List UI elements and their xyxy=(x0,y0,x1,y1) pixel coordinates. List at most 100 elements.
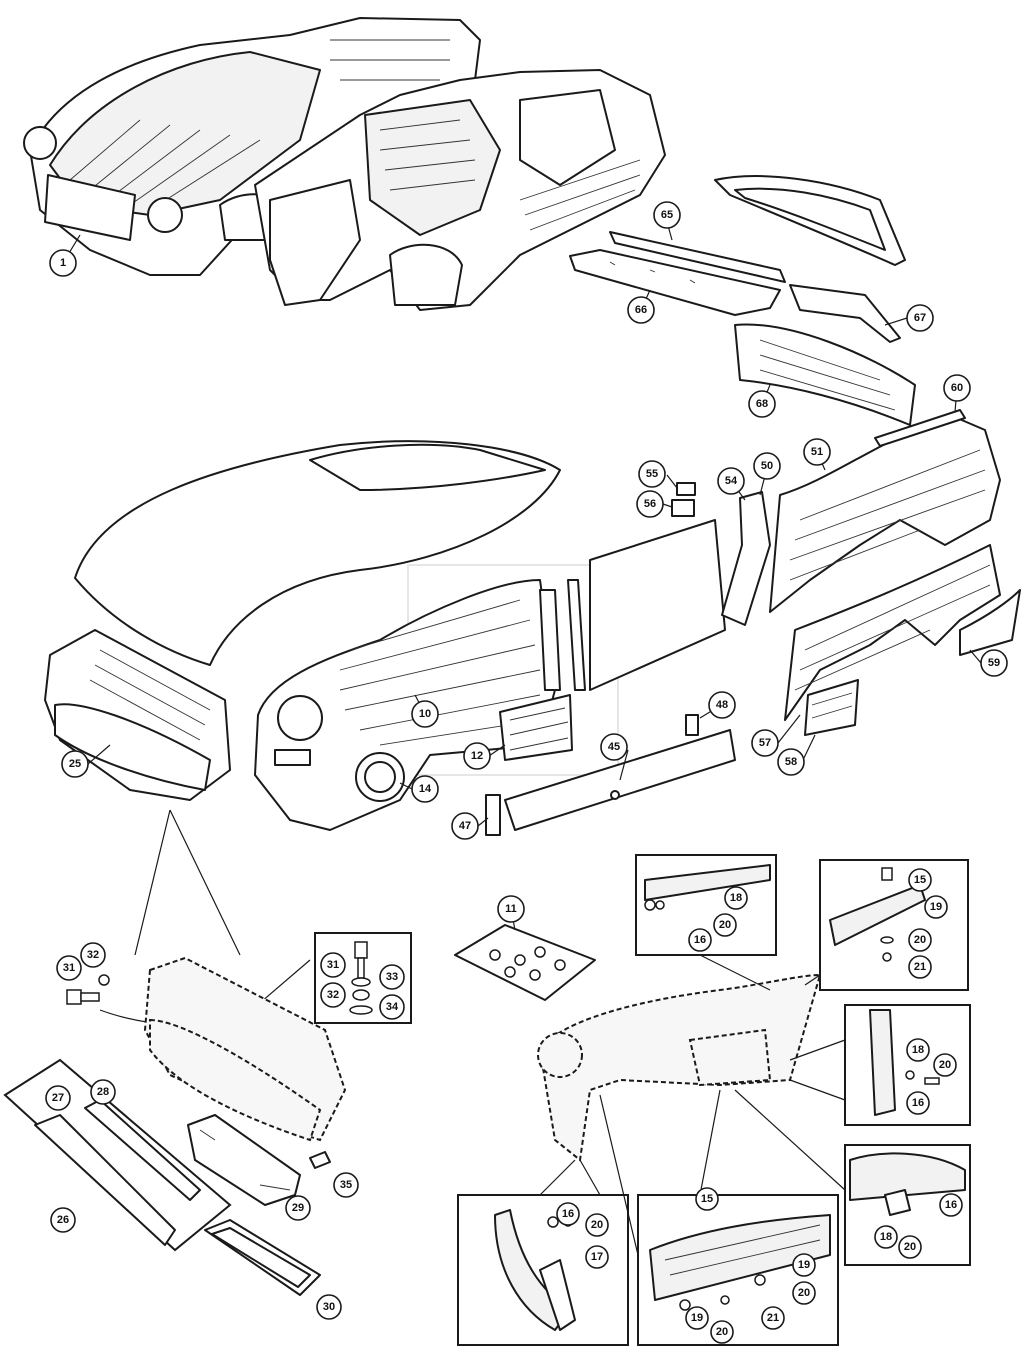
callout-26: 26 xyxy=(50,1207,76,1233)
svg-text:21: 21 xyxy=(767,1312,779,1324)
callout-10: 10 xyxy=(411,700,439,728)
svg-text:27: 27 xyxy=(52,1092,64,1104)
part-60-wing-top-strip xyxy=(874,409,966,447)
svg-text:65: 65 xyxy=(661,209,673,221)
callout-50: 50 xyxy=(753,452,781,480)
part-65-top-rail xyxy=(609,231,786,283)
callout-59: 59 xyxy=(980,649,1008,677)
part-66-dash-panel xyxy=(569,249,781,316)
callout-15-box2: 15 xyxy=(908,868,932,892)
callout-20-box4: 20 xyxy=(898,1235,922,1259)
svg-text:11: 11 xyxy=(505,903,517,915)
svg-text:28: 28 xyxy=(97,1086,109,1098)
callout-65: 65 xyxy=(653,201,681,229)
callout-16-box1: 16 xyxy=(688,928,712,952)
callout-11: 11 xyxy=(497,895,525,923)
callout-31-box: 31 xyxy=(320,952,346,978)
svg-text:59: 59 xyxy=(988,657,1000,669)
svg-text:16: 16 xyxy=(945,1199,957,1211)
windscreen-frame xyxy=(714,175,906,266)
callout-45: 45 xyxy=(600,733,628,761)
svg-text:20: 20 xyxy=(904,1241,916,1253)
svg-text:57: 57 xyxy=(759,737,771,749)
callout-1: 1 xyxy=(49,249,77,277)
callout-31: 31 xyxy=(56,955,82,981)
callout-12: 12 xyxy=(463,742,491,770)
svg-text:32: 32 xyxy=(327,989,339,1001)
callout-17-box5: 17 xyxy=(585,1245,609,1269)
callout-51: 51 xyxy=(803,438,831,466)
svg-text:48: 48 xyxy=(716,699,728,711)
svg-text:29: 29 xyxy=(292,1202,304,1214)
svg-text:20: 20 xyxy=(939,1059,951,1071)
part-57-rear-wing-lower xyxy=(784,544,1001,721)
callout-20-box3: 20 xyxy=(933,1053,957,1077)
svg-text:58: 58 xyxy=(785,756,797,768)
callout-68: 68 xyxy=(748,390,776,418)
callout-60: 60 xyxy=(943,374,971,402)
callout-20-box6: 20 xyxy=(792,1281,816,1305)
door-pillars-and-skin xyxy=(539,519,726,691)
callout-67: 67 xyxy=(906,304,934,332)
svg-text:18: 18 xyxy=(912,1044,924,1056)
svg-text:12: 12 xyxy=(471,750,483,762)
svg-text:55: 55 xyxy=(646,468,658,480)
callout-57: 57 xyxy=(751,729,779,757)
callout-19-box6b: 19 xyxy=(685,1306,709,1330)
callout-25: 25 xyxy=(61,750,89,778)
part-48-sill-end xyxy=(685,714,699,736)
callout-33: 33 xyxy=(379,964,405,990)
callout-15-box6: 15 xyxy=(695,1187,719,1211)
part-67-corner-bracket xyxy=(789,284,901,343)
callout-18-box4: 18 xyxy=(874,1225,898,1249)
svg-text:20: 20 xyxy=(716,1326,728,1338)
callout-28: 28 xyxy=(90,1079,116,1105)
svg-text:45: 45 xyxy=(608,741,620,753)
callout-21-box2: 21 xyxy=(908,955,932,979)
part-47-sill-end xyxy=(485,794,501,836)
part-56-plate xyxy=(671,499,695,517)
callout-19-box2: 19 xyxy=(924,895,948,919)
svg-text:31: 31 xyxy=(327,959,339,971)
callout-34: 34 xyxy=(379,994,405,1020)
callout-20-box2: 20 xyxy=(908,928,932,952)
callout-20-box6b: 20 xyxy=(710,1320,734,1344)
callout-35: 35 xyxy=(333,1172,359,1198)
callout-54: 54 xyxy=(717,467,745,495)
svg-text:35: 35 xyxy=(340,1179,352,1191)
part-68-scuttle-panel xyxy=(734,323,916,426)
svg-text:15: 15 xyxy=(701,1193,713,1205)
part-11-fixing-kit-bag xyxy=(454,924,596,1001)
svg-text:25: 25 xyxy=(69,758,81,770)
complete-body-shell-with-bonnet xyxy=(23,17,481,276)
svg-text:51: 51 xyxy=(811,446,823,458)
callout-14: 14 xyxy=(411,775,439,803)
body-shell-without-bonnet xyxy=(254,69,666,311)
callout-30: 30 xyxy=(316,1294,342,1320)
detail-box-middle-right xyxy=(789,1004,971,1126)
part-59-rear-wing-corner xyxy=(959,589,1021,656)
svg-text:33: 33 xyxy=(386,971,398,983)
svg-text:20: 20 xyxy=(719,919,731,931)
callout-18-box1: 18 xyxy=(724,886,748,910)
svg-text:54: 54 xyxy=(725,475,738,487)
callout-16-box3: 16 xyxy=(906,1091,930,1115)
part-58-rear-wing-repair-panel xyxy=(804,679,859,736)
part-25-front-panel-assembly xyxy=(44,629,231,801)
callout-27: 27 xyxy=(45,1085,71,1111)
part-54-door-post xyxy=(721,491,771,626)
part-12-wing-repair-panel xyxy=(499,694,573,761)
callout-58: 58 xyxy=(777,748,805,776)
detail-box-top-left xyxy=(635,854,777,991)
callout-66: 66 xyxy=(627,296,655,324)
part-29-bracket xyxy=(187,1114,301,1206)
svg-text:16: 16 xyxy=(562,1208,574,1220)
callout-16-box4: 16 xyxy=(939,1193,963,1217)
svg-text:30: 30 xyxy=(323,1301,335,1313)
svg-text:60: 60 xyxy=(951,382,963,394)
svg-text:1: 1 xyxy=(60,257,66,269)
svg-text:26: 26 xyxy=(57,1214,69,1226)
svg-text:21: 21 xyxy=(914,961,926,973)
callout-16-box5: 16 xyxy=(556,1202,580,1226)
part-30-tray xyxy=(204,1219,321,1296)
